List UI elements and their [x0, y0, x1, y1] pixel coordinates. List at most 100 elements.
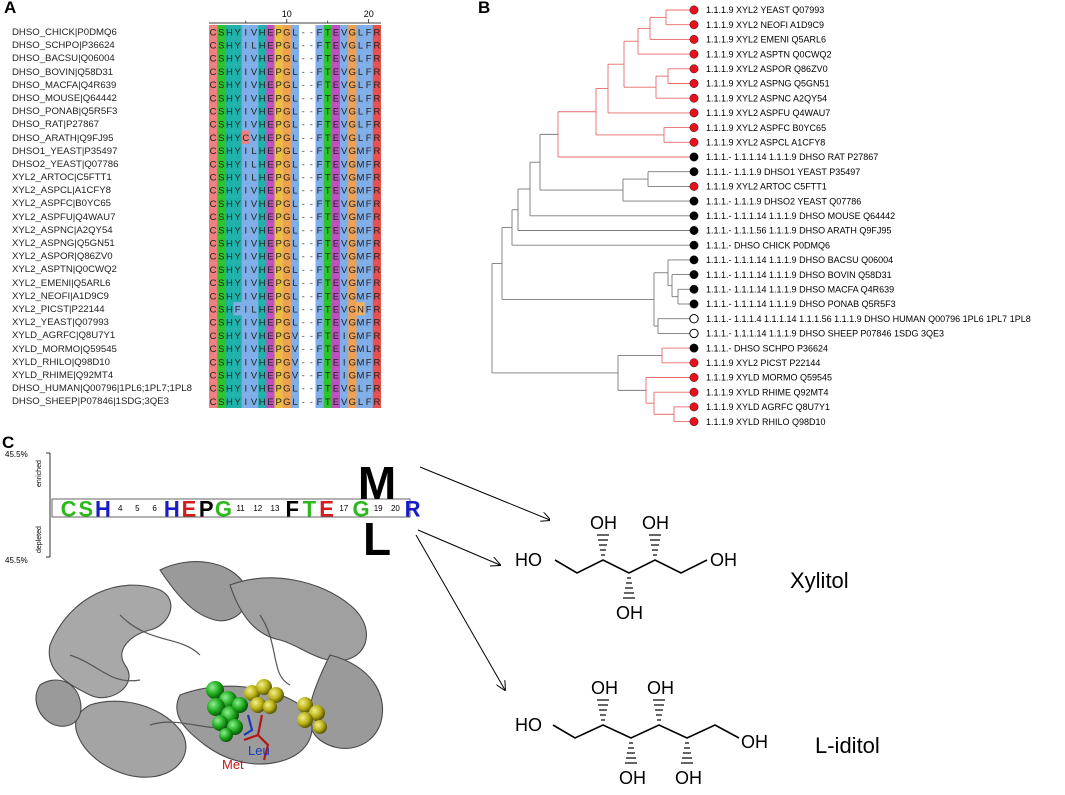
alignment-residue: G [283, 67, 290, 78]
alignment-residue: R [373, 212, 380, 223]
alignment-cell [241, 249, 251, 263]
alignment-residue: T [325, 331, 331, 342]
alignment-cell [233, 209, 242, 224]
alignment-cell [290, 289, 300, 303]
alignment-cell [258, 381, 267, 395]
alignment-cell [356, 302, 365, 316]
alignment-cell [340, 38, 349, 52]
alignment-cell [290, 368, 300, 382]
alignment-cell [340, 262, 349, 276]
alignment-cell [217, 394, 226, 408]
sequence-name: DHSO2_YEAST|Q07786 [12, 158, 119, 170]
alignment-cell [241, 117, 251, 131]
alignment-cell [315, 394, 324, 408]
tree-leaf-label: 1.1.1.9 XYL2 ASPOR Q86ZV0 [706, 64, 828, 74]
alignment-residue: P [275, 384, 281, 395]
tree-leaf-label: 1.1.1.- 1.1.1.14 1.1.1.9 DHSO BACSU Q060… [706, 255, 893, 265]
alignment-cell [209, 143, 218, 158]
alignment-residue: E [333, 199, 339, 210]
alignment-cell [340, 183, 349, 197]
alignment-cell [249, 38, 259, 52]
alignment-cell [225, 91, 234, 105]
alignment-residue: - [302, 371, 305, 382]
alignment-cell [331, 394, 341, 408]
alignment-cell [249, 355, 259, 369]
alignment-cell [372, 157, 381, 171]
alignment-cell [348, 275, 357, 290]
alignment-residue: P [275, 199, 281, 210]
alignment-residue: C [210, 93, 217, 104]
alignment-residue: S [218, 41, 224, 52]
alignment-cell [340, 315, 349, 329]
alignment-residue: H [259, 27, 266, 38]
alignment-cell [372, 355, 381, 369]
alignment-cell [233, 289, 242, 303]
alignment-cell [258, 275, 267, 290]
alignment-cell [364, 355, 374, 369]
alignment-residue: I [245, 54, 248, 65]
alignment-residue: G [283, 80, 290, 91]
alignment-residue: G [283, 384, 290, 395]
alignment-cell [356, 262, 365, 276]
alignment-cell [282, 368, 292, 382]
alignment-cell [266, 289, 275, 303]
sequence-name: XYL2_ASPTN|Q0CWQ2 [12, 264, 117, 276]
alignment-cell [364, 51, 374, 65]
alignment-residue: R [373, 146, 380, 157]
alignment-cell [274, 64, 283, 78]
alignment-residue: H [226, 344, 233, 355]
alignment-cell [217, 170, 226, 184]
alignment-residue: V [341, 120, 348, 131]
alignment-cell [364, 25, 374, 39]
tree-leaf-marker [689, 387, 699, 397]
alignment-residue: T [325, 41, 331, 52]
alignment-cell [290, 236, 300, 250]
alignment-residue: T [325, 252, 331, 263]
alignment-residue: G [283, 173, 290, 184]
alignment-cell [225, 157, 234, 171]
alignment-cell [323, 51, 333, 65]
alignment-residue: H [259, 252, 266, 263]
alignment-cell [315, 104, 324, 118]
alignment-residue: E [267, 225, 273, 236]
alignment-residue: G [349, 265, 356, 276]
alignment-cell [299, 275, 308, 290]
alignment-residue: R [373, 120, 380, 131]
alignment-cell [299, 104, 308, 118]
alignment-residue: M [357, 173, 365, 184]
alignment-residue: - [310, 41, 313, 52]
tree-leaf-label: 1.1.1.9 XYL2 ASPFC B0YC65 [706, 123, 826, 133]
alignment-cell [274, 25, 283, 39]
tree-leaf-label: 1.1.1.9 XYL2 ASPNG Q5GN51 [706, 79, 830, 89]
alignment-residue: F [366, 186, 372, 197]
alignment-cell [274, 196, 283, 210]
alignment-residue: M [357, 371, 365, 382]
alignment-residue: G [283, 120, 290, 131]
alignment-residue: F [366, 199, 372, 210]
alignment-cell [331, 368, 341, 382]
alignment-residue: H [259, 93, 266, 104]
alignment-residue: H [226, 384, 233, 395]
alignment-residue: V [341, 225, 348, 236]
alignment-residue: G [283, 27, 290, 38]
alignment-residue: H [226, 133, 233, 144]
alignment-cell [266, 315, 275, 329]
logo-bottom-percent: 45.5% [5, 556, 28, 565]
sequence-name: DHSO_BACSU|Q06004 [12, 53, 115, 65]
alignment-residue: V [341, 146, 348, 157]
alignment-residue: G [283, 159, 290, 170]
alignment-residue: S [218, 199, 224, 210]
alignment-cell [249, 51, 259, 65]
logo-letter: R [405, 497, 421, 522]
alignment-residue: Y [234, 27, 241, 38]
alignment-residue: - [302, 146, 305, 157]
alignment-residue: - [302, 186, 305, 197]
alignment-cell [266, 223, 275, 237]
alignment-cell [348, 77, 357, 92]
alignment-residue: I [245, 278, 248, 289]
alignment-cell [258, 51, 267, 65]
alignment-cell [241, 25, 251, 39]
alignment-residue: V [251, 357, 258, 368]
xylitol-oh-3: OH [616, 603, 643, 623]
